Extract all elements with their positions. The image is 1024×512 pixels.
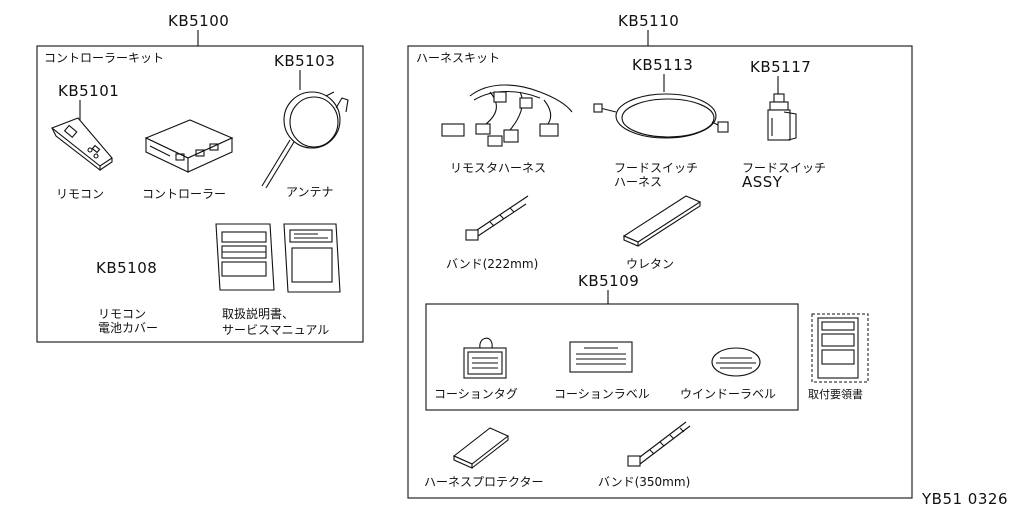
hood-switch-harness-icon — [593, 93, 729, 139]
cable-tie-long-icon — [627, 421, 691, 467]
manuals-label-line1: 取扱説明書、 — [222, 306, 294, 321]
caution-tag-label: コーションタグ — [434, 387, 518, 401]
harness-kit: KB5110 ハーネスキット リモスタハーネス K — [407, 12, 913, 499]
caution-tag-icon — [463, 337, 507, 379]
hood-switch-harness-label-line2: ハーネス — [614, 175, 662, 189]
urethane-part: ウレタン — [622, 195, 702, 271]
install-manual-label: 取付要領書 — [808, 387, 863, 401]
band-222-label: バンド(222mm) — [446, 257, 538, 271]
controller-kit-code: KB5100 — [168, 12, 229, 30]
controller-kit-title: コントローラーキット — [44, 51, 164, 65]
antenna-code: KB5103 — [274, 52, 335, 70]
harness-protector-label: ハーネスプロテクター — [424, 475, 544, 489]
remote-part: KB5101 リモコン — [50, 82, 119, 201]
page-reference: YB51 0326 — [921, 490, 1008, 508]
controller-part: コントローラー — [142, 119, 234, 201]
remote-icon — [50, 117, 113, 172]
caution-tag-part: コーションタグ — [434, 337, 518, 401]
caution-set-code: KB5109 — [578, 272, 639, 290]
harness-protector-part: ハーネスプロテクター — [424, 427, 544, 489]
hood-switch-assy-label-line1: フードスイッチ — [742, 161, 826, 175]
remote-harness-label: リモスタハーネス — [450, 161, 546, 175]
battery-cover-label-line1: リモコン — [98, 307, 146, 321]
antenna-part: KB5103 アンテナ — [261, 52, 349, 199]
caution-label-label: コーションラベル — [554, 387, 650, 401]
hood-switch-assy-part: KB5117 フードスイッチ ASSY — [742, 58, 826, 191]
hood-switch-harness-code: KB5113 — [632, 56, 693, 74]
controller-kit: KB5100 コントローラーキット KB5101 リモコン — [36, 12, 364, 343]
hood-switch-assy-code: KB5117 — [750, 58, 811, 76]
remote-label: リモコン — [56, 187, 104, 201]
band-222-part: バンド(222mm) — [446, 195, 538, 271]
band-350-label: バンド(350mm) — [598, 475, 690, 489]
hood-switch-harness-label-line1: フードスイッチ — [614, 161, 698, 175]
install-manual-icon — [811, 313, 869, 383]
owner-manual-icon — [215, 223, 275, 291]
antenna-label: アンテナ — [286, 185, 334, 199]
controller-icon — [144, 119, 234, 173]
harness-kit-title: ハーネスキット — [416, 51, 500, 65]
remote-harness-icon — [441, 84, 573, 147]
caution-set: KB5109 コーションタグ — [425, 272, 799, 411]
harness-protector-icon — [452, 427, 510, 469]
antenna-icon — [261, 91, 349, 189]
window-label-icon — [711, 347, 761, 377]
band-350-part: バンド(350mm) — [598, 421, 691, 489]
manuals-part: 取扱説明書、 サービスマニュアル — [215, 223, 341, 337]
controller-label: コントローラー — [142, 187, 226, 201]
cable-tie-short-icon — [465, 195, 529, 241]
harness-kit-frame — [407, 45, 913, 499]
caution-set-frame — [425, 303, 799, 411]
caution-label-part: コーションラベル — [554, 341, 650, 401]
hood-switch-assy-label-line2: ASSY — [742, 173, 783, 191]
window-label-part: ウインドーラベル — [680, 347, 776, 401]
battery-cover-label-line2: 電池カバー — [98, 321, 158, 335]
remote-harness-part: リモスタハーネス — [441, 84, 573, 175]
caution-label-icon — [569, 341, 633, 373]
harness-kit-code: KB5110 — [618, 12, 679, 30]
service-manual-icon — [283, 223, 341, 293]
window-label-label: ウインドーラベル — [680, 387, 776, 401]
controller-kit-frame — [36, 45, 364, 343]
urethane-label: ウレタン — [626, 257, 674, 271]
remote-code: KB5101 — [58, 82, 119, 100]
battery-cover-part: KB5108 リモコン 電池カバー — [96, 259, 158, 335]
hood-switch-icon — [767, 93, 797, 141]
battery-cover-code: KB5108 — [96, 259, 157, 277]
manuals-label-line2: サービスマニュアル — [222, 323, 329, 337]
install-manual-part: 取付要領書 — [808, 313, 869, 401]
hood-switch-harness-part: KB5113 フードスイッチ ハーネス — [593, 56, 729, 189]
urethane-icon — [622, 195, 702, 247]
